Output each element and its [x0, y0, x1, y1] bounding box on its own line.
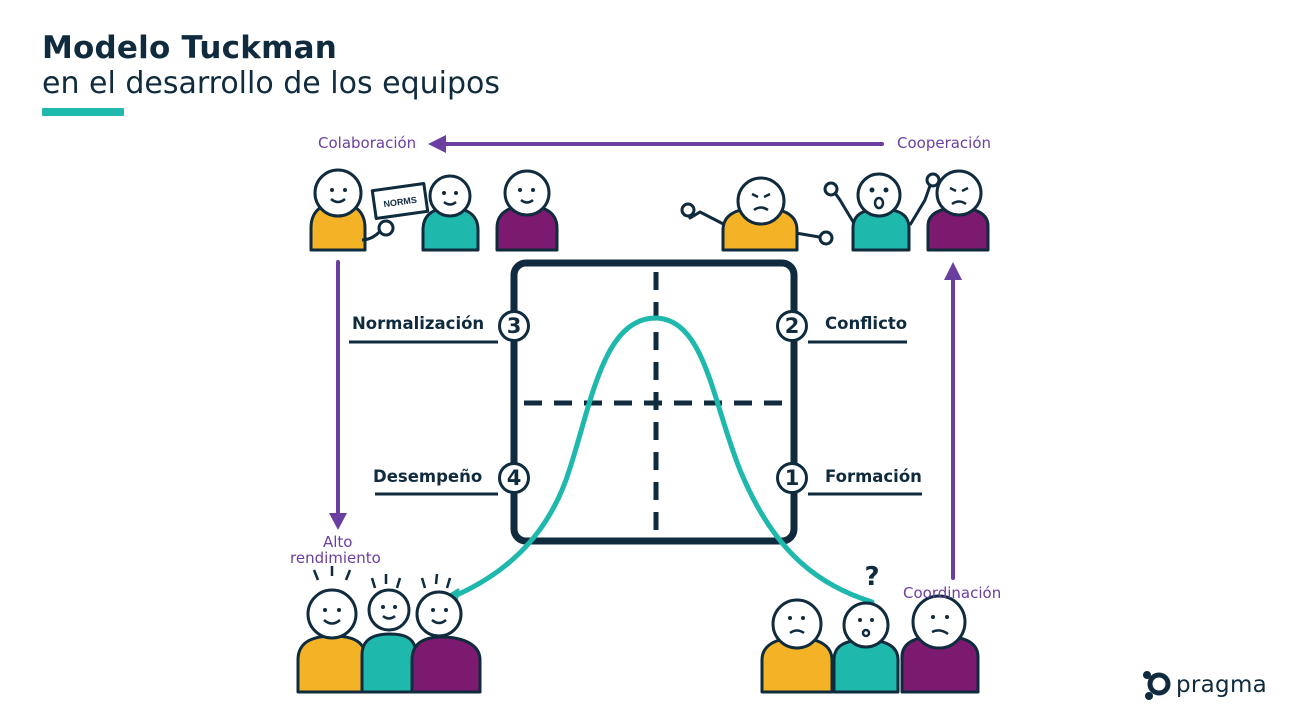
label-coordinacion: Coordinación [903, 584, 1001, 602]
arrowhead-colaboracion [428, 135, 446, 153]
stage1-number: 1 [776, 462, 808, 494]
stage4-number: 4 [498, 462, 530, 494]
question-mark: ? [864, 562, 879, 592]
group-alto-rendimiento [298, 566, 480, 692]
stage3-label: Normalización [352, 314, 484, 333]
stage4-label: Desempeño [373, 467, 482, 486]
label-cooperacion: Cooperación [897, 134, 991, 152]
arrowhead-alto [329, 513, 347, 530]
brand-logo: pragma [1142, 670, 1267, 700]
brand-name: pragma [1176, 672, 1267, 698]
arrowhead-cooperacion [944, 262, 962, 280]
pragma-logo-icon [1142, 670, 1172, 700]
group-formacion [762, 596, 978, 692]
stage3-number: 3 [498, 310, 530, 342]
stage2-number: 2 [776, 310, 808, 342]
label-colaboracion: Colaboración [318, 134, 416, 152]
stage2-label: Conflicto [825, 314, 907, 333]
label-rendimiento: rendimiento [290, 549, 381, 567]
stage1-label: Formación [825, 467, 922, 486]
group-conflicto [682, 171, 988, 250]
group-normalizacion [311, 170, 557, 250]
